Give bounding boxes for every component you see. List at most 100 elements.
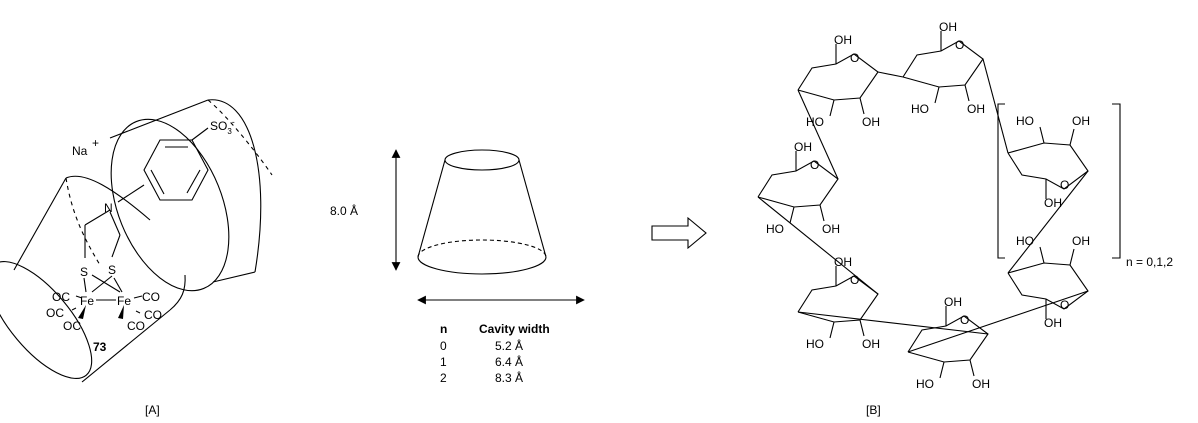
ring-oxygen-6: O bbox=[850, 273, 859, 287]
glucose-ring-3 bbox=[1007, 142, 1089, 190]
sulfur-left-label: S bbox=[80, 265, 88, 279]
hydroxyl-b-2: HO bbox=[911, 102, 929, 116]
hydroxyl-a-1: OH bbox=[862, 115, 880, 129]
glycosidic-link-7 bbox=[797, 89, 839, 180]
sodium-label: Na bbox=[72, 144, 88, 158]
oh-bond-a-4 bbox=[1069, 248, 1075, 266]
row-n-0: 0 bbox=[440, 339, 447, 353]
sulfonate-label: SO3- bbox=[210, 117, 235, 136]
carbonyl-5-label: CO bbox=[144, 308, 162, 322]
cone-diagram bbox=[391, 149, 585, 305]
glucose-ring-2 bbox=[902, 40, 984, 88]
cone-left-side bbox=[417, 159, 446, 258]
wedge-bond-left bbox=[78, 305, 86, 319]
hydroxyl-a-4: OH bbox=[1072, 234, 1090, 248]
oh-bond-b-5 bbox=[939, 361, 945, 379]
sodium-charge: + bbox=[92, 136, 99, 150]
benzene-sulfonate-bond bbox=[191, 127, 209, 141]
ring-oxygen-2: O bbox=[955, 38, 964, 52]
glycosidic-link-6 bbox=[757, 196, 879, 295]
ch2-s-right bbox=[111, 234, 121, 258]
height-label: 8.0 Å bbox=[330, 203, 358, 218]
iron-left-label: Fe bbox=[80, 294, 94, 308]
oh-bond-b-2 bbox=[934, 86, 940, 104]
s-fe-right-1 bbox=[113, 277, 123, 293]
row-width-0: 5.2 Å bbox=[495, 338, 523, 353]
panel-b-label: [B] bbox=[866, 403, 881, 417]
left-cylinder-front-ellipse bbox=[0, 261, 93, 379]
sulfur-right-label: S bbox=[108, 263, 116, 277]
hydroxyl-b-4: HO bbox=[1016, 234, 1034, 248]
hydroxyl-c-5: OH bbox=[944, 295, 962, 309]
benzene-inner-bond-3 bbox=[150, 169, 165, 195]
hydroxyl-c-4: OH bbox=[1044, 316, 1062, 330]
hydroxyl-a-5: OH bbox=[972, 377, 990, 391]
hash-bond-2 bbox=[135, 310, 141, 314]
ring-oxygen-5: O bbox=[960, 313, 969, 327]
oh-bond-b-4 bbox=[1039, 246, 1045, 264]
glucose-ring-6 bbox=[797, 275, 879, 323]
glycosidic-link-2 bbox=[982, 58, 1009, 154]
row-n-2: 2 bbox=[440, 371, 447, 385]
oh-bond-a-1 bbox=[859, 97, 865, 115]
fe-co-6 bbox=[133, 295, 143, 299]
s-fe-left-2 bbox=[91, 275, 113, 293]
benzene-inner-bond-2 bbox=[186, 169, 201, 194]
hydroxyl-c-1: OH bbox=[834, 33, 852, 47]
table-header-width: Cavity width bbox=[479, 322, 550, 336]
right-cylinder-back-dashed bbox=[207, 99, 273, 176]
carbonyl-3-label: OC bbox=[63, 319, 81, 333]
panel-a-hash-bonds bbox=[71, 307, 141, 314]
panel-a-complex bbox=[0, 99, 273, 383]
carbonyl-1-label: OC bbox=[52, 290, 70, 304]
oh-bond-a-7 bbox=[819, 204, 825, 222]
oh-bond-a-5 bbox=[969, 359, 975, 377]
left-cylinder-bottom-edge bbox=[81, 309, 171, 383]
repeat-bracket bbox=[997, 103, 1121, 259]
left-cylinder-top-edge bbox=[13, 177, 67, 271]
row-width-2: 8.3 Å bbox=[495, 370, 523, 385]
panel-a-wedges bbox=[78, 305, 124, 319]
iron-right-label: Fe bbox=[117, 294, 131, 308]
hydroxyl-c-3: OH bbox=[1044, 196, 1062, 210]
hydroxyl-b-1: HO bbox=[806, 115, 824, 129]
n-ch2-left bbox=[84, 209, 111, 226]
cone-bottom-back-dashed bbox=[417, 239, 547, 258]
carbonyl-4-label: CO bbox=[142, 290, 160, 304]
panel-a-label: [A] bbox=[145, 403, 160, 417]
glycosidic-link-4 bbox=[907, 290, 1089, 353]
carbonyl-6-label: CO bbox=[127, 319, 145, 333]
repeat-bracket-left bbox=[997, 103, 1005, 259]
hydroxyl-a-2: OH bbox=[967, 102, 985, 116]
glucose-ring-7 bbox=[757, 160, 839, 208]
cone-top-ellipse bbox=[444, 149, 520, 171]
glucose-ring-4 bbox=[1007, 262, 1089, 310]
nitrogen-label: N bbox=[104, 201, 113, 215]
oh-bond-a-6 bbox=[859, 319, 865, 337]
table-header-n: n bbox=[440, 322, 447, 336]
hydroxyl-a-3: OH bbox=[1072, 114, 1090, 128]
glucose-ring-5 bbox=[907, 315, 989, 363]
row-width-1: 6.4 Å bbox=[495, 354, 523, 369]
oh-bond-b-6 bbox=[829, 321, 835, 339]
right-cylinder-bottom-edge bbox=[212, 271, 256, 283]
carbonyl-2-label: OC bbox=[46, 306, 64, 320]
oh-bond-a-3 bbox=[1069, 128, 1075, 146]
ring-oxygen-3: O bbox=[1060, 178, 1069, 192]
n-ch2-right bbox=[109, 211, 121, 236]
hydroxyl-b-7: HO bbox=[766, 222, 784, 236]
row-n-1: 1 bbox=[440, 355, 447, 369]
repeat-bracket-right bbox=[1112, 103, 1121, 259]
oh-bond-b-1 bbox=[829, 99, 835, 117]
glycosidic-link-3 bbox=[1007, 170, 1089, 274]
hydroxyl-b-5: HO bbox=[916, 377, 934, 391]
ring-oxygen-4: O bbox=[1060, 298, 1069, 312]
right-cylinder-top-edge bbox=[109, 99, 209, 139]
hydroxyl-c-7: OH bbox=[794, 140, 812, 154]
right-cylinder-front-ellipse bbox=[110, 118, 230, 292]
cone-right-side bbox=[518, 159, 547, 258]
left-cylinder-back-dashed bbox=[65, 177, 101, 266]
fe-co-1 bbox=[75, 295, 83, 299]
wedge-bond-right bbox=[118, 305, 124, 319]
